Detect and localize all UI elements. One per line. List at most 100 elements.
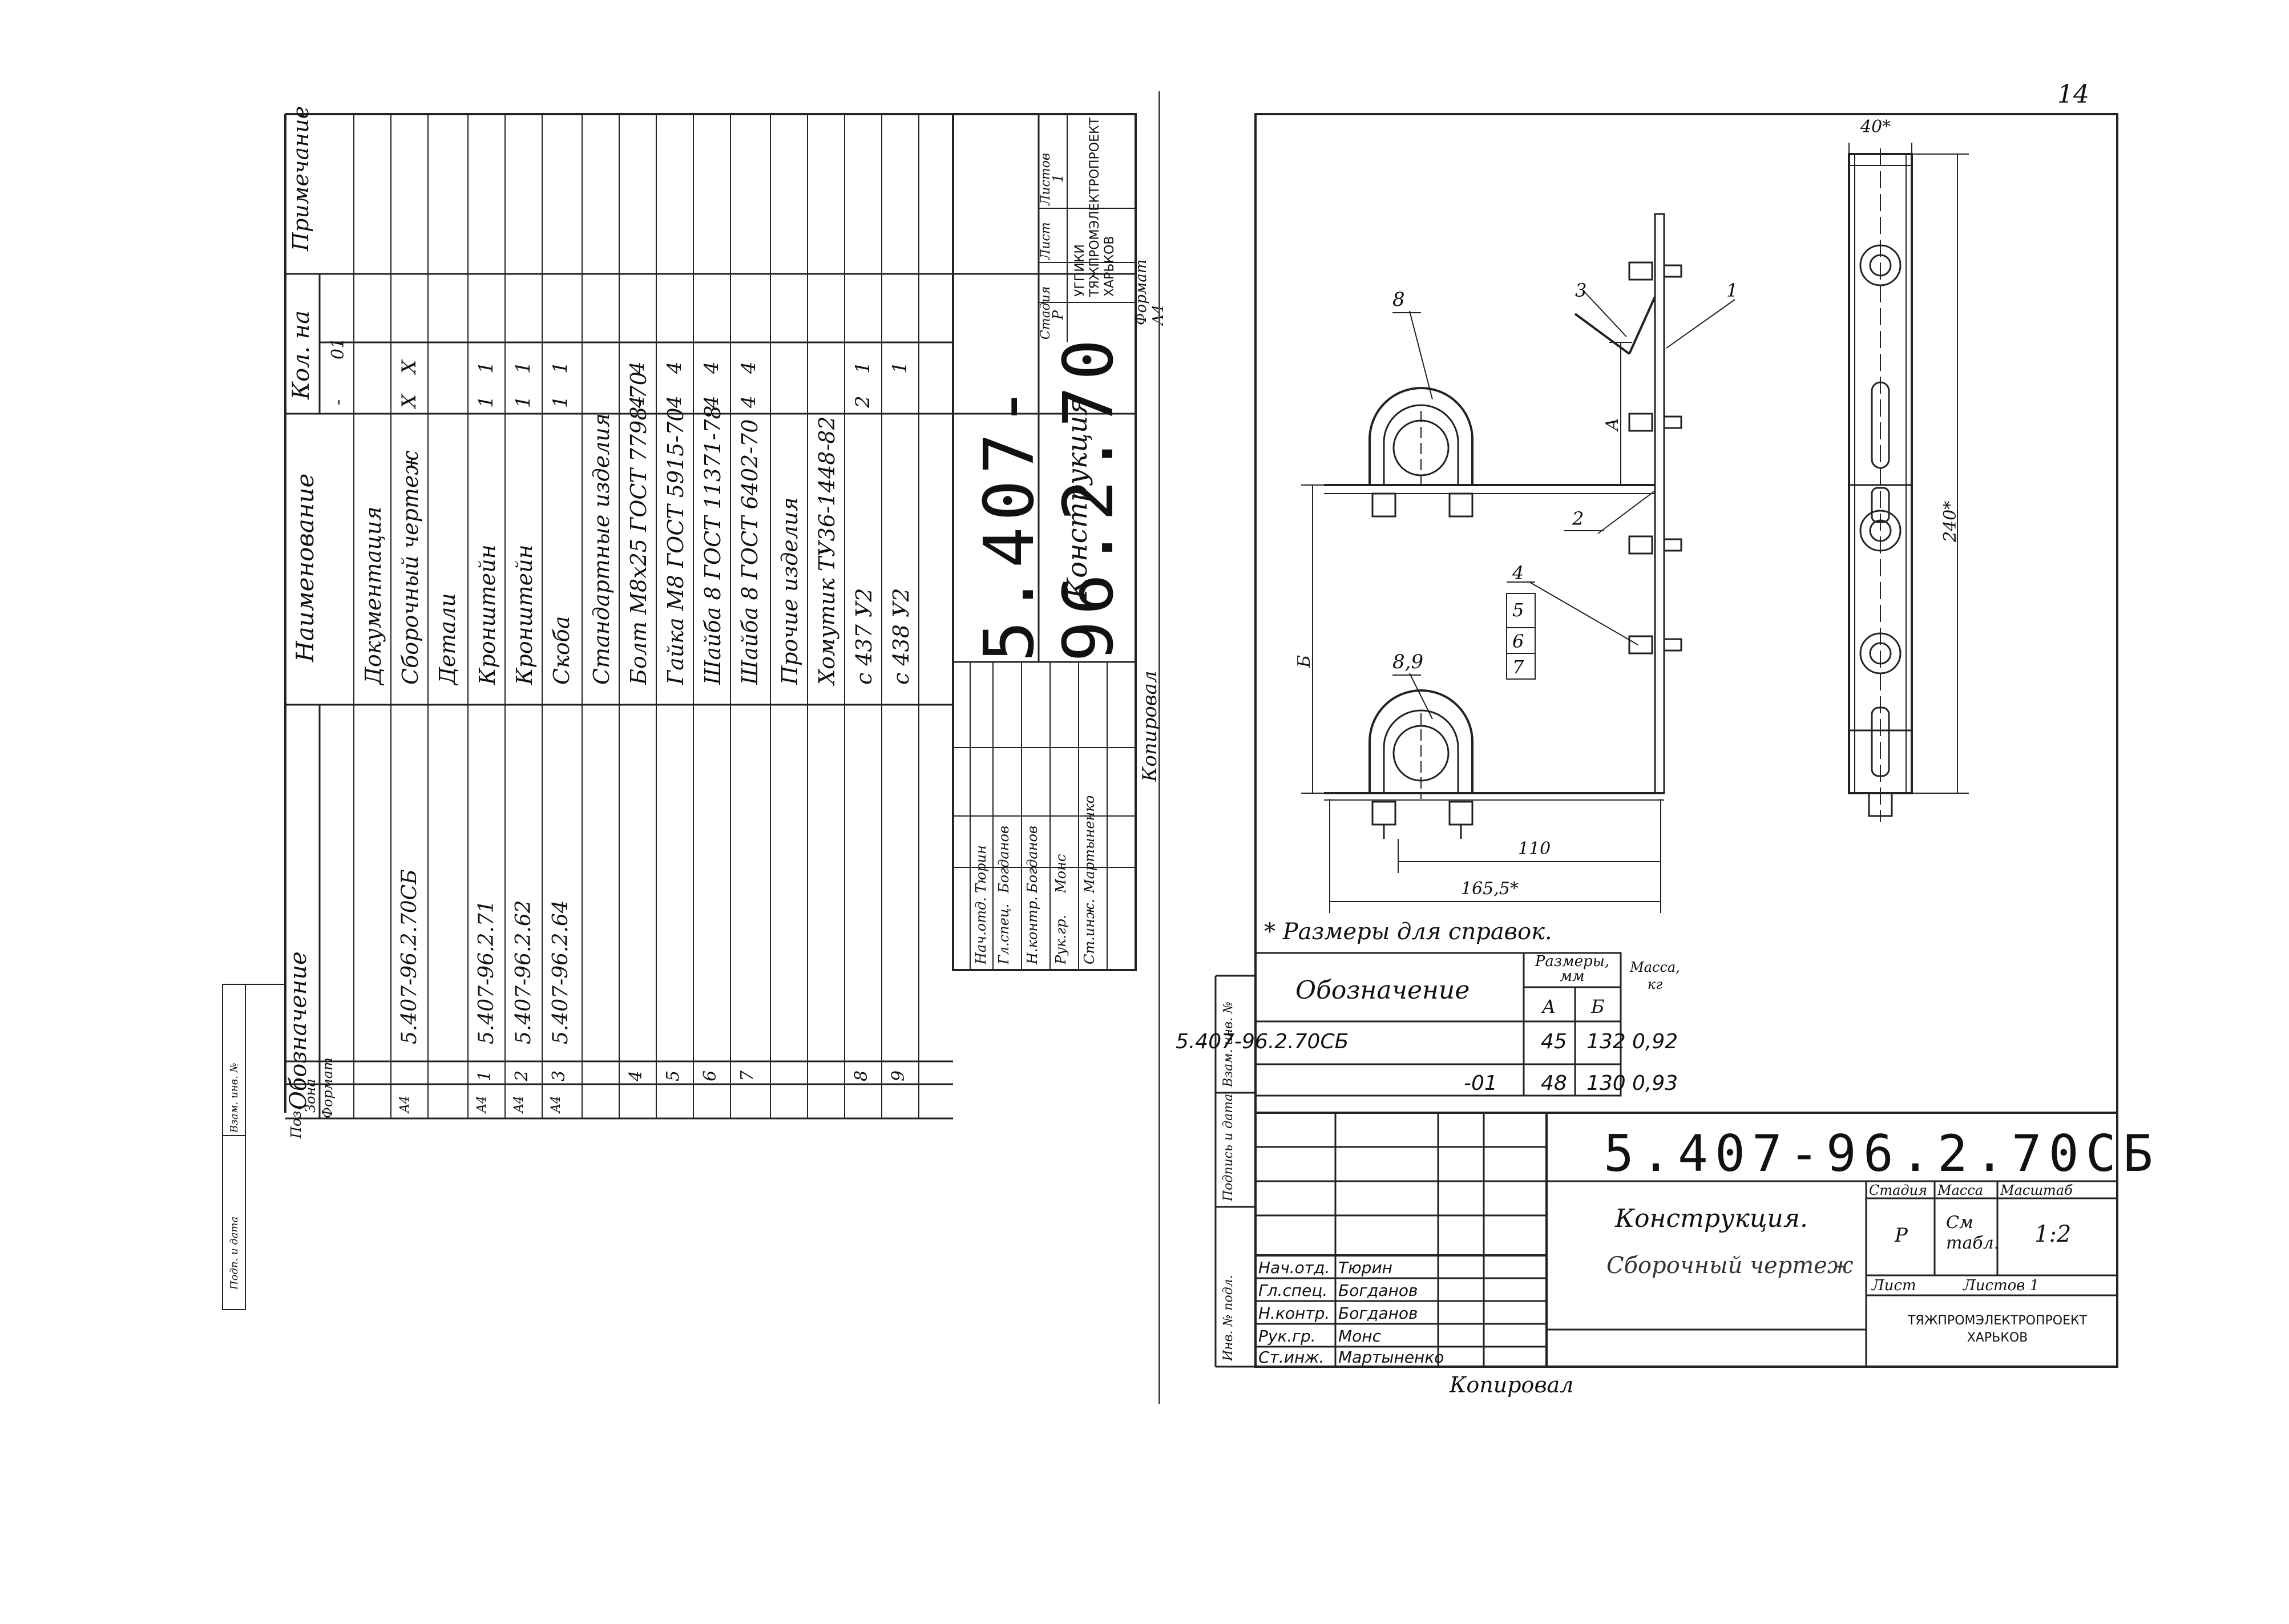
table-header-A: А bbox=[1542, 996, 1556, 1017]
spec-row-designation: 5.407-96.2.70СБ bbox=[398, 869, 421, 1044]
spec-row-q1: 1 bbox=[475, 361, 498, 374]
sheets-label: Листов 1 bbox=[1963, 1277, 2040, 1294]
spec-title: Конструкция bbox=[1061, 397, 1093, 599]
callout-6: 6 bbox=[1512, 631, 1524, 652]
spec-row-name: Стандартные изделия bbox=[589, 413, 614, 685]
drawing-role: Н.контр. bbox=[1258, 1304, 1330, 1323]
spec-row-q0: 2 bbox=[851, 395, 874, 408]
drawing-role: Ст.инж. bbox=[1258, 1348, 1325, 1367]
spec-row-name: Кронштейн bbox=[475, 544, 500, 685]
stage-value: Р bbox=[1895, 1224, 1908, 1247]
drawing-copied: Копировал bbox=[1450, 1372, 1574, 1397]
header-zone: Зона bbox=[302, 1078, 318, 1113]
spec-side-label-0: Подп. и дата bbox=[228, 1216, 240, 1290]
header-position: Поз. bbox=[288, 1106, 304, 1138]
side-label-1: Подпись и дата bbox=[1221, 1093, 1236, 1201]
spec-row-name: Шайба 8 ГОСТ 11371-78 bbox=[700, 405, 725, 685]
spec-row-designation: 5.407-96.2.62 bbox=[512, 900, 535, 1044]
spec-sheet-label: Лист bbox=[1039, 222, 1053, 260]
spec-row-designation: 5.407-96.2.64 bbox=[549, 900, 572, 1044]
spec-row-format: A4 bbox=[549, 1096, 563, 1113]
size-row-mass: 0,93 bbox=[1632, 1072, 1678, 1095]
spec-row-pos: 3 bbox=[549, 1070, 569, 1081]
drawing-role: Гл.спец. bbox=[1258, 1281, 1328, 1300]
spec-row-q0: 4 bbox=[663, 395, 686, 408]
dimensions-note: * Размеры для справок. bbox=[1264, 919, 1552, 945]
spec-signer-name: Богданов bbox=[1024, 826, 1040, 893]
spec-row-q0: 1 bbox=[512, 395, 535, 408]
spec-doc-code: 5.407-96.2.70 bbox=[970, 333, 1129, 662]
dim-165: 165,5* bbox=[1461, 879, 1519, 899]
dim-A: А bbox=[1602, 418, 1622, 431]
callout-4: 4 bbox=[1512, 562, 1524, 584]
spec-row-pos: 4 bbox=[626, 1070, 646, 1081]
header-note: Примечание bbox=[288, 106, 313, 251]
spec-signer-name: Мартыненко bbox=[1081, 795, 1097, 893]
spec-row-q0: 4 bbox=[700, 395, 723, 408]
spec-format-note: Формат А4 bbox=[1133, 259, 1167, 325]
spec-row-q1: 1 bbox=[549, 361, 572, 374]
stage-label: Стадия bbox=[1869, 1182, 1927, 1198]
spec-row-q1: 1 bbox=[851, 361, 874, 374]
header-format: Формат bbox=[320, 1057, 336, 1118]
spec-copied: Копировал bbox=[1139, 670, 1161, 782]
callout-1: 1 bbox=[1726, 280, 1738, 301]
spec-row-name: Хомутик ТУ36-1448-82 bbox=[814, 416, 839, 685]
spec-row-format: A4 bbox=[475, 1096, 489, 1113]
scale-label: Масштаб bbox=[2000, 1182, 2073, 1198]
spec-row-q1: X bbox=[398, 359, 421, 374]
spec-row-pos: 1 bbox=[475, 1070, 495, 1081]
spec-row-pos: 2 bbox=[512, 1070, 532, 1081]
spec-signer-name: Тюрин bbox=[973, 845, 989, 893]
callout-8-9: 8,9 bbox=[1392, 651, 1424, 673]
size-row-b: 132 bbox=[1586, 1030, 1626, 1053]
scale-value: 1:2 bbox=[2034, 1221, 2072, 1247]
drawing-signer-name: Мартыненко bbox=[1338, 1348, 1444, 1367]
header-name: Наименование bbox=[291, 473, 319, 662]
callout-2: 2 bbox=[1572, 508, 1584, 530]
size-row-designation: -01 bbox=[1464, 1072, 1497, 1095]
table-header-B: Б bbox=[1591, 996, 1605, 1017]
drawing-title: Конструкция. bbox=[1615, 1204, 1808, 1233]
dim-110: 110 bbox=[1518, 839, 1551, 859]
spec-row-q0: 1 bbox=[549, 395, 572, 408]
assembly-sheet: 14 8 8,9 3 1 2 4 5 6 7 Б А 110 165,5* 40… bbox=[1164, 0, 2289, 1624]
spec-row-name: Шайба 8 ГОСТ 6402-70 bbox=[737, 419, 762, 685]
size-row-a: 48 bbox=[1541, 1072, 1567, 1095]
mass-label: Масса bbox=[1937, 1182, 1984, 1198]
drawing-role: Нач.отд. bbox=[1258, 1258, 1330, 1277]
drawing-signer-name: Богданов bbox=[1338, 1304, 1418, 1323]
spec-row-pos: 9 bbox=[889, 1070, 909, 1081]
header-qty-sub1: 01 bbox=[328, 337, 348, 359]
header-qty-sub0: - bbox=[328, 399, 348, 405]
spec-row-pos: 8 bbox=[851, 1070, 871, 1081]
sheet-number: 14 bbox=[2057, 80, 2089, 109]
spec-row-pos: 5 bbox=[663, 1070, 683, 1081]
specification-sheet: Обозначение Наименование Кол. на - 01 Пр… bbox=[0, 0, 1167, 1624]
spec-row-q1: 4 bbox=[663, 361, 686, 374]
spec-row-q0: 4 bbox=[626, 395, 649, 408]
spec-grid bbox=[222, 113, 1137, 1310]
side-label-0: Инв. № подл. bbox=[1221, 1275, 1236, 1361]
spec-role: Рук.гр. bbox=[1053, 914, 1069, 964]
spec-signer-name: Монс bbox=[1053, 854, 1069, 893]
drawing-subtitle: Сборочный чертеж bbox=[1606, 1253, 1854, 1279]
fold-line bbox=[1158, 91, 1160, 1404]
drawing-role: Рук.гр. bbox=[1258, 1327, 1316, 1346]
spec-row-pos: 6 bbox=[700, 1070, 720, 1081]
size-row-mass: 0,92 bbox=[1632, 1030, 1678, 1053]
drawing-signer-name: Тюрин bbox=[1338, 1258, 1392, 1277]
drawing-org: ТЯЖПРОМЭЛЕКТРОПРОЕКТ ХАРЬКОВ bbox=[1907, 1314, 2088, 1345]
spec-row-name: Прочие изделия bbox=[777, 497, 802, 685]
spec-row-pos: 7 bbox=[737, 1070, 757, 1081]
dim-240: 240* bbox=[1940, 500, 1960, 542]
sheet-label: Лист bbox=[1872, 1277, 1916, 1294]
spec-role: Нач.отд. bbox=[973, 897, 989, 964]
mass-value: См табл. bbox=[1946, 1213, 2000, 1253]
drawing-signer-name: Богданов bbox=[1338, 1281, 1418, 1300]
callout-8: 8 bbox=[1392, 288, 1405, 311]
spec-row-name: Скоба bbox=[549, 616, 574, 685]
spec-row-name: Детали bbox=[435, 593, 460, 685]
spec-row-q0: 1 bbox=[475, 395, 498, 408]
size-row-b: 130 bbox=[1586, 1072, 1626, 1095]
